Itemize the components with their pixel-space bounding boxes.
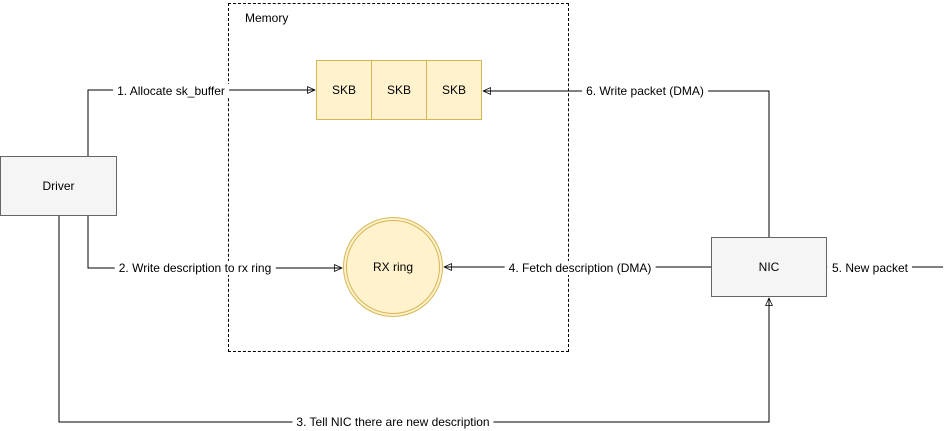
driver-node: Driver — [0, 156, 117, 216]
skb-cell: SKB — [426, 60, 482, 120]
edge-label-new-packet: 5. New packet — [827, 261, 913, 275]
edge-label-write-description-rx-ring: 2. Write description to rx ring — [114, 261, 276, 275]
rx-ring-node-label: RX ring — [372, 260, 413, 274]
skb-cell: SKB — [371, 60, 427, 120]
memory-region: Memory — [228, 3, 569, 352]
rx-ring-node: RX ring — [343, 217, 443, 317]
skb-cell-label: SKB — [386, 83, 411, 97]
driver-node-label: Driver — [42, 179, 75, 193]
skb-cell: SKB — [316, 60, 372, 120]
skb-cell-label: SKB — [441, 83, 466, 97]
edge-label-allocate-sk-buffer: 1. Allocate sk_buffer — [113, 84, 229, 98]
edge-label-fetch-description-dma: 4. Fetch description (DMA) — [504, 261, 656, 275]
nic-node: NIC — [711, 237, 827, 297]
edge-allocate-sk-buffer — [87, 90, 315, 156]
rx-ring-inner-circle — [346, 220, 440, 314]
edge-label-tell-nic-new-description: 3. Tell NIC there are new description — [292, 415, 494, 429]
edge-label-write-packet-dma: 6. Write packet (DMA) — [582, 84, 708, 98]
memory-region-label: Memory — [245, 11, 289, 25]
skb-list: SKB SKB SKB — [316, 60, 482, 120]
nic-node-label: NIC — [758, 260, 780, 274]
skb-cell-label: SKB — [331, 83, 356, 97]
edge-write-packet-dma — [483, 91, 770, 237]
